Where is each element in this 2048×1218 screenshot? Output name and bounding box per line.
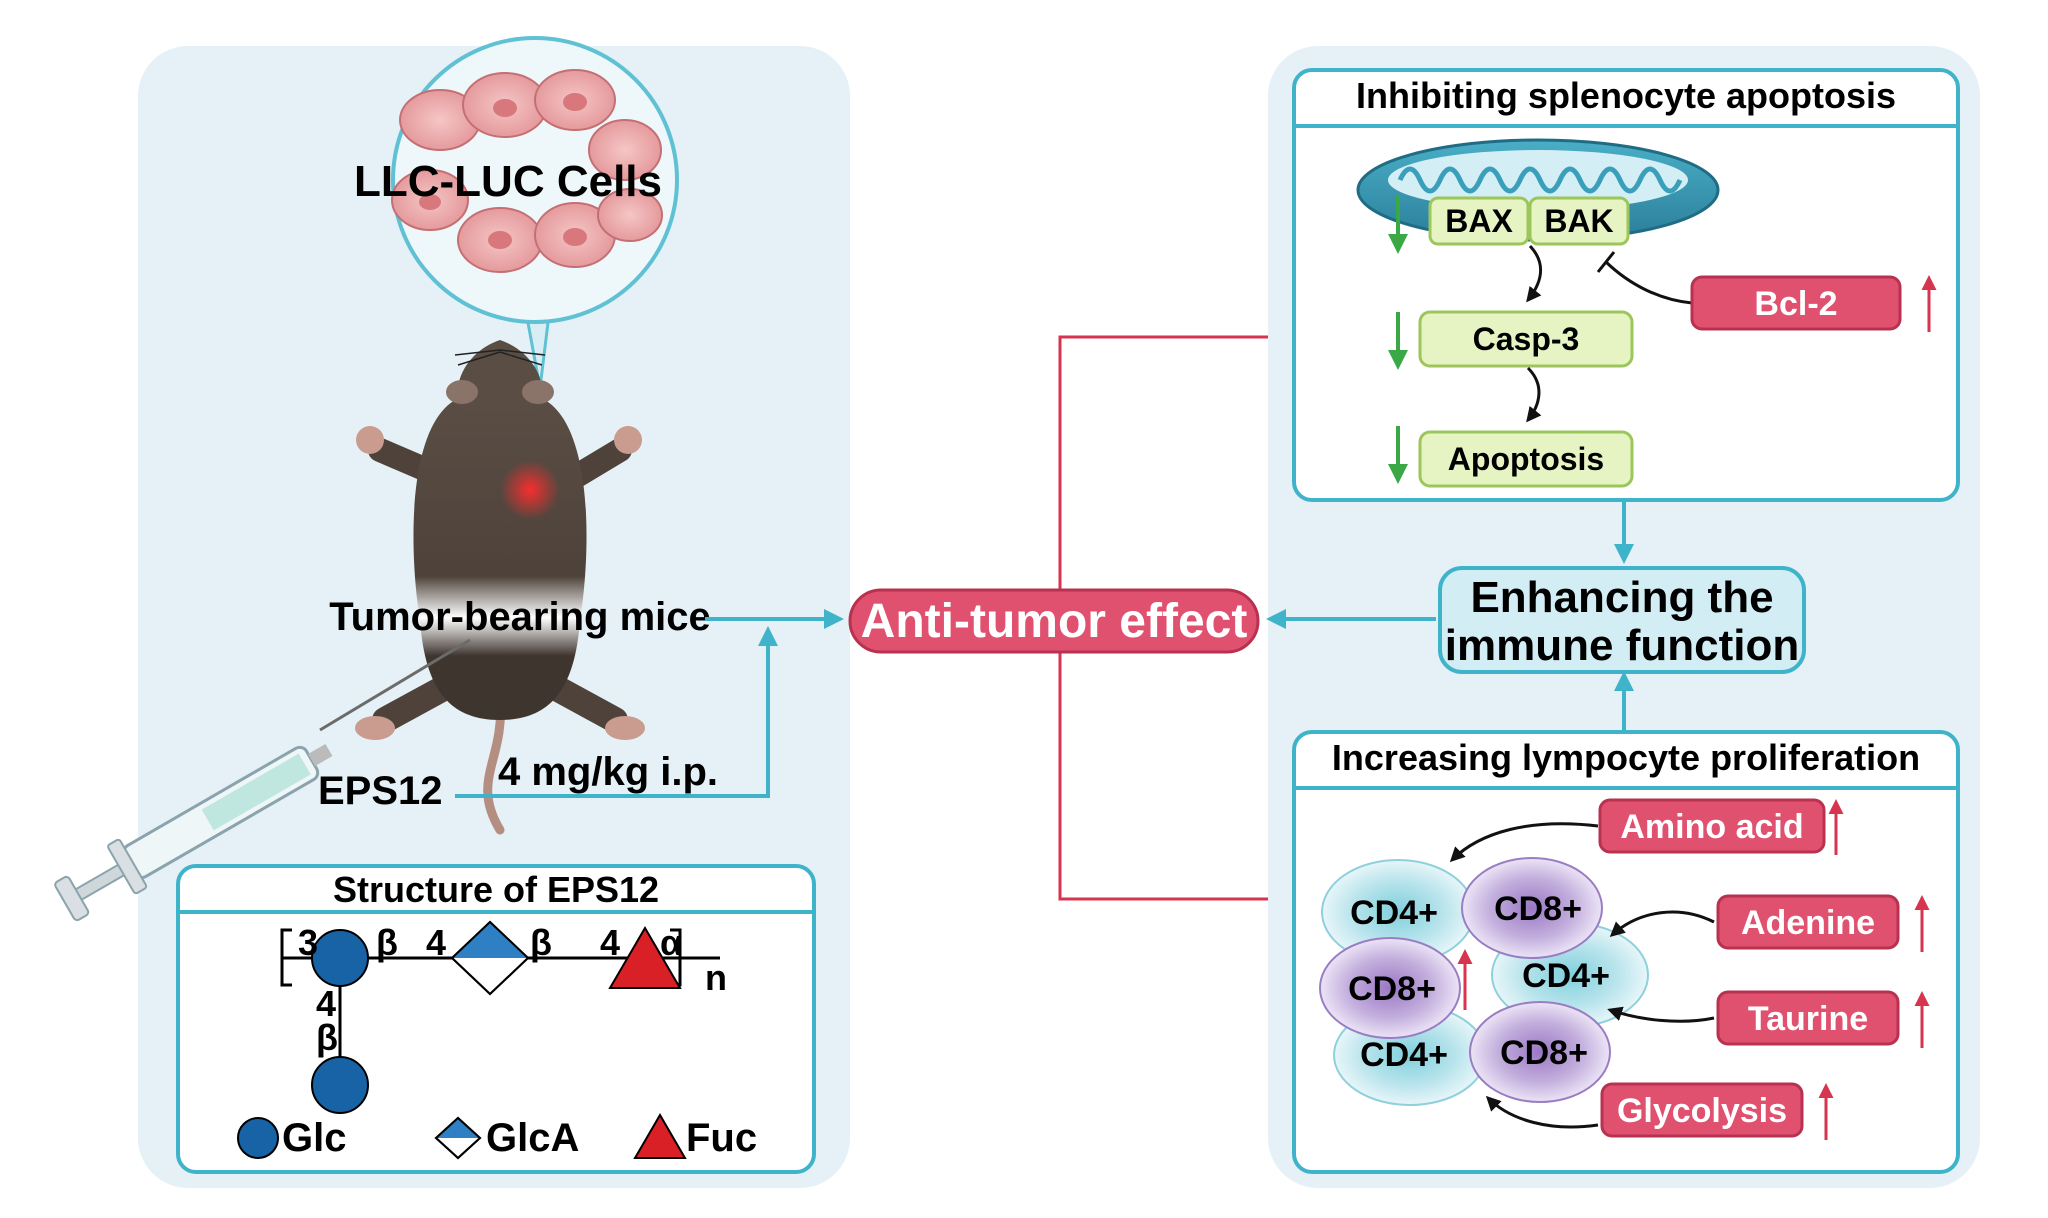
glycolysis-node <box>1600 1082 1804 1138</box>
taurine-node <box>1716 990 1900 1046</box>
adenine-node <box>1716 894 1900 950</box>
glycolysis-label: Glycolysis <box>1617 1092 1787 1130</box>
bax-node <box>1428 196 1530 246</box>
link-4b: 4 <box>600 922 620 963</box>
effect-to-proliferation-arrow <box>1058 645 1299 907</box>
apoptosis-label: Apoptosis <box>1448 441 1604 477</box>
glc-legend-icon <box>237 1117 279 1159</box>
mouse-icon <box>355 340 645 835</box>
adenine-arrow <box>1609 910 1715 937</box>
apoptosis-node <box>1418 430 1634 488</box>
syringe-icon <box>54 638 471 922</box>
anti-tumor-effect-node: Anti-tumor effect <box>848 588 1260 654</box>
bak-label: BAK <box>1544 203 1613 239</box>
amino-acid-node <box>1598 798 1826 854</box>
link-4a: 4 <box>426 922 446 963</box>
cell-label-3: CD8+ <box>1348 970 1436 1008</box>
cd8-cell-1 <box>1461 857 1603 959</box>
branch-4: 4 <box>316 983 336 1024</box>
casp3-node <box>1418 310 1634 368</box>
cell-label-4: CD4+ <box>1522 957 1610 995</box>
glc-legend-label: Glc <box>282 1116 346 1160</box>
beta-2: β <box>530 922 552 963</box>
proliferation-box-title: Increasing lympocyte proliferation <box>1332 737 1920 778</box>
tumor-bearing-mice-label: Tumor-bearing mice <box>329 595 711 639</box>
bak-node <box>1528 196 1630 246</box>
effect-to-apoptosis-arrow <box>1058 329 1299 594</box>
glca-legend-label: GlcA <box>486 1116 579 1160</box>
taurine-label: Taurine <box>1748 1000 1868 1038</box>
dose-label: 4 mg/kg i.p. <box>498 750 718 794</box>
fuc-legend-label: Fuc <box>686 1116 757 1160</box>
bcl2-node <box>1690 275 1902 331</box>
adenine-label: Adenine <box>1741 904 1875 942</box>
lymphocyte-cluster: CD4+ CD8+ CD8+ CD4+ CD4+ CD8+ <box>1319 857 1649 1106</box>
cd8-cell-3 <box>1469 1001 1611 1103</box>
fuc-residue-icon <box>608 926 682 989</box>
casp3-to-apoptosis-arrow <box>1526 366 1542 423</box>
apoptosis-box: Inhibiting splenocyte apoptosis BAX BAK … <box>1292 68 1960 502</box>
structure-box: Structure of EPS12 3 β 4 β 4 α n 4 β Glc… <box>176 864 816 1174</box>
proliferation-box: Increasing lympocyte proliferation CD4+ … <box>1292 730 1960 1174</box>
link-3: 3 <box>298 922 318 963</box>
cd8-cell-2 <box>1319 937 1461 1039</box>
fuc-legend-icon <box>633 1113 687 1159</box>
anti-tumor-effect-label: Anti-tumor effect <box>861 595 1248 648</box>
cell-label-5: CD4+ <box>1360 1036 1448 1074</box>
apoptosis-box-title: Inhibiting splenocyte apoptosis <box>1356 75 1896 116</box>
glc-residue-icon <box>311 929 369 987</box>
bcl2-inhibit-line <box>1604 260 1693 305</box>
immune-line1: Enhancing the <box>1470 573 1773 622</box>
amino-acid-label: Amino acid <box>1620 808 1803 846</box>
cell-label-6: CD8+ <box>1500 1034 1588 1072</box>
repeat-n: n <box>705 957 727 998</box>
dose-arrow <box>455 626 778 798</box>
tumor-site-icon <box>500 460 560 520</box>
casp3-label: Casp-3 <box>1473 321 1580 357</box>
cell-label-2: CD8+ <box>1494 890 1582 928</box>
bcl2-label: Bcl-2 <box>1754 285 1837 323</box>
branch-beta: β <box>316 1017 338 1058</box>
taurine-arrow <box>1607 1006 1715 1023</box>
amino-acid-arrow <box>1449 822 1599 863</box>
beta-1: β <box>376 922 398 963</box>
tumor-cells-icon <box>391 69 663 273</box>
glc-branch-icon <box>311 1056 369 1114</box>
alpha: α <box>660 922 682 963</box>
immune-function-node: Enhancing the immune function <box>1438 566 1806 674</box>
llc-cells-magnifier: LLC-LUC Cells <box>354 36 679 389</box>
llc-cells-label: LLC-LUC Cells <box>354 157 662 206</box>
glca-residue-icon <box>450 920 530 996</box>
immune-line2: immune function <box>1445 621 1799 670</box>
glycolysis-arrow <box>1485 1095 1599 1129</box>
structure-title: Structure of EPS12 <box>333 869 659 910</box>
bak-to-casp3-arrow <box>1526 244 1543 303</box>
cell-label-1: CD4+ <box>1350 894 1438 932</box>
bax-label: BAX <box>1445 203 1513 239</box>
eps12-label: EPS12 <box>318 769 443 813</box>
